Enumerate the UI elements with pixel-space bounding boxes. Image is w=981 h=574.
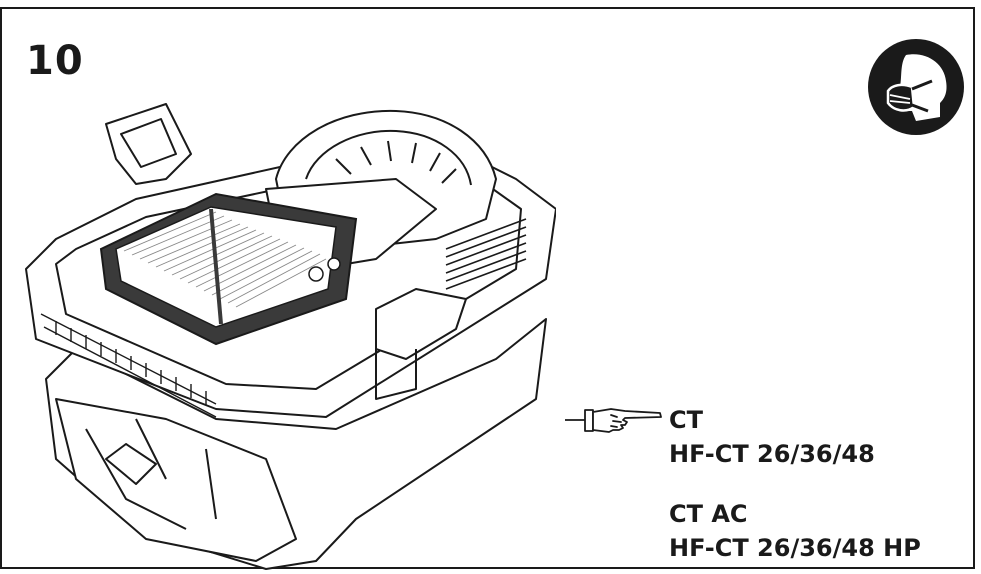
- instruction-panel: 10: [0, 7, 975, 570]
- step-number: 10: [26, 38, 84, 84]
- side-vents: [445, 218, 527, 290]
- model-label: HF-CT 26/36/48 HP: [669, 534, 921, 562]
- model-group-ct: CT HF-CT 26/36/48: [669, 403, 875, 471]
- pointing-hand-icon: [565, 408, 662, 433]
- vacuum-filter-illustration: [25, 103, 556, 570]
- front-grille: [40, 313, 217, 418]
- dust-mask-icon: [868, 39, 964, 135]
- main-filter: [99, 192, 358, 346]
- model-label: HF-CT 26/36/48: [669, 440, 875, 468]
- model-label: CT: [669, 406, 703, 434]
- front-recess: [55, 398, 297, 562]
- model-label: CT AC: [669, 500, 748, 528]
- model-group-ct-ac: CT AC HF-CT 26/36/48 HP: [669, 497, 921, 565]
- raised-clip: [105, 103, 192, 185]
